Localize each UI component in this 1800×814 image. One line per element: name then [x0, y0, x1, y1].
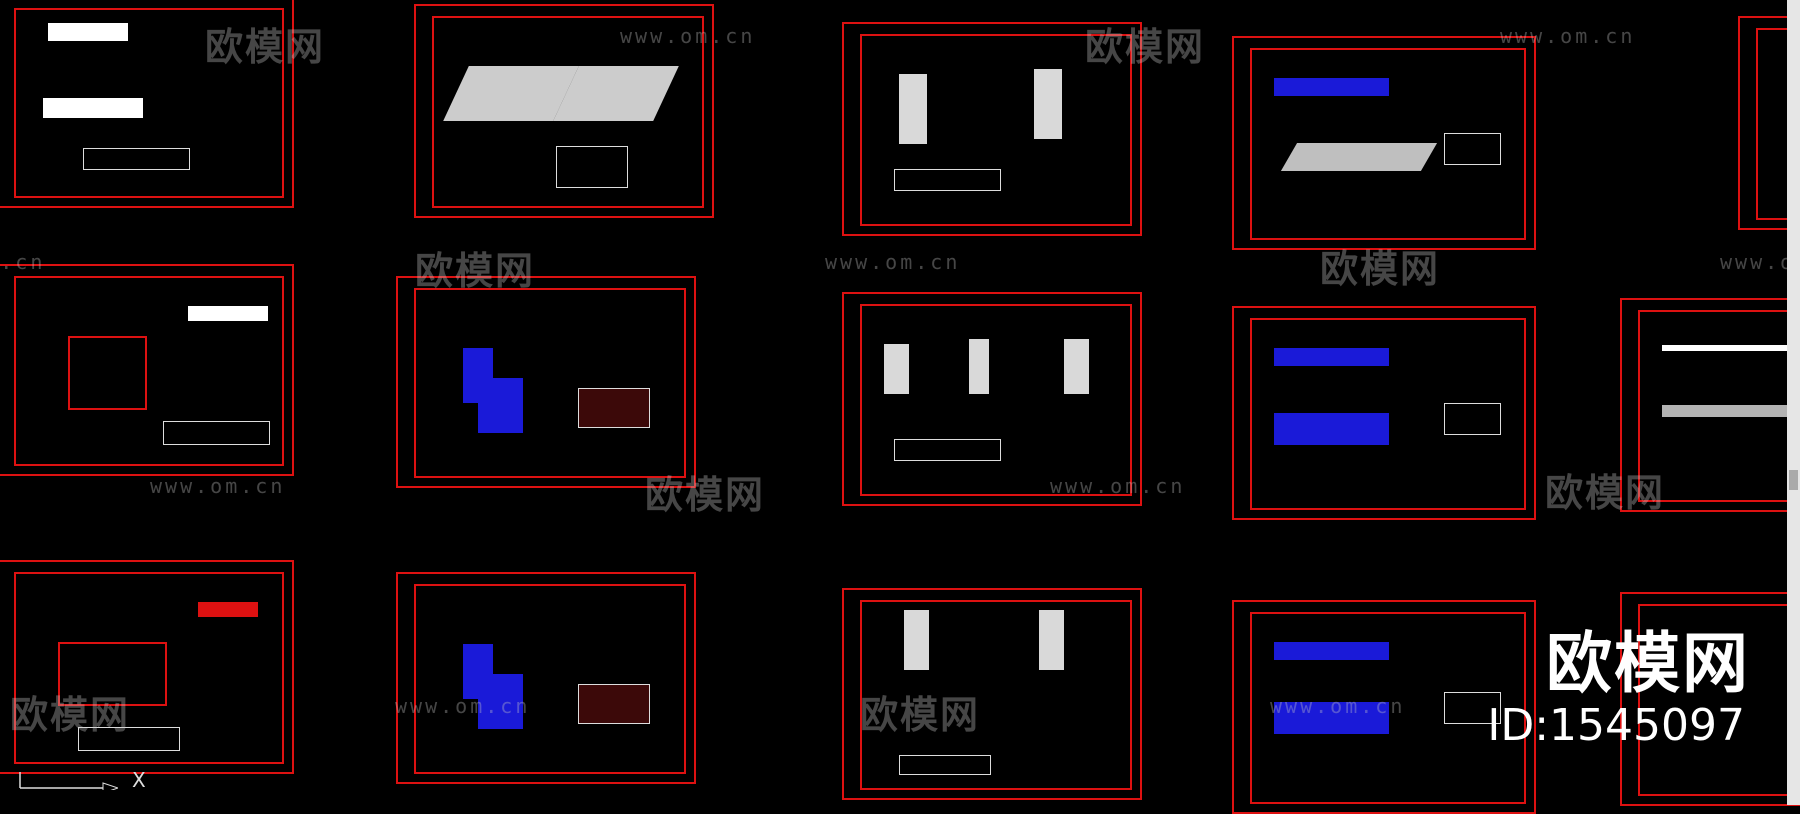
drawing-sheet[interactable] [1738, 16, 1800, 230]
drawing-sheet[interactable] [842, 588, 1142, 800]
watermark-brand: 欧模网 [205, 25, 326, 69]
quantity-table [163, 421, 270, 445]
blue-region-lower [478, 378, 523, 433]
watermark-brand: 欧模网 [415, 249, 536, 293]
beam-elevation [1274, 348, 1389, 366]
pier-elevation-1 [884, 344, 909, 394]
pier-elevation-3 [1064, 339, 1089, 394]
blue-region-lower [478, 674, 523, 729]
watermark-url: www.om.cn [1270, 694, 1406, 718]
watermark-url: www.om.cn [825, 250, 961, 274]
quantity-table [1444, 403, 1501, 435]
quantity-table [899, 755, 991, 775]
drawing-sheet[interactable] [1232, 306, 1536, 520]
model-id: ID:1545097 [1487, 700, 1745, 751]
drawing-sheet[interactable] [396, 276, 696, 488]
quantity-table [894, 439, 1001, 461]
watermark-brand: 欧模网 [860, 693, 981, 737]
ucs-axis-icon [19, 772, 118, 790]
drawing-sheet[interactable] [0, 560, 294, 774]
sheet-border [860, 34, 1132, 226]
beam-elevation [1274, 78, 1389, 96]
quantity-table [578, 388, 650, 428]
bridge-section-drawing [48, 23, 128, 41]
drawing-sheet[interactable] [842, 292, 1142, 506]
beam-elevation [1662, 345, 1800, 351]
drawing-sheet[interactable] [396, 572, 696, 784]
scrollbar-thumb[interactable] [1789, 470, 1798, 490]
watermark-url: www.om.cn [1500, 24, 1636, 48]
watermark-brand: 欧模网 [1545, 471, 1666, 515]
sheet-border [1250, 48, 1526, 240]
quantity-table [556, 146, 628, 188]
quantity-table [1444, 133, 1501, 165]
quantity-table [78, 727, 180, 751]
drawing-sheet[interactable] [842, 22, 1142, 236]
sheet-border [860, 600, 1132, 790]
watermark-brand: 欧模网 [1085, 25, 1206, 69]
foundation-plan [58, 642, 167, 706]
watermark-brand: 欧模网 [10, 693, 131, 737]
plan-drawing [43, 98, 143, 118]
sheet-border [1250, 318, 1526, 510]
drawing-sheet[interactable] [414, 4, 714, 218]
watermark-url: www.om.cn [1050, 474, 1186, 498]
pier-elevation-2 [1039, 610, 1064, 670]
watermark-url: www.om.cn [0, 250, 46, 274]
drawing-sheet[interactable] [0, 264, 294, 476]
sheet-border [432, 16, 704, 208]
quantity-table [83, 148, 190, 170]
watermark-url: www.om.cn [395, 694, 531, 718]
beam-plan [1274, 413, 1389, 445]
sheet-border [1250, 612, 1526, 804]
sheet-border [1638, 604, 1800, 796]
elevation-drawing [198, 602, 258, 617]
quantity-table [1444, 692, 1501, 724]
skew-plan [1280, 143, 1438, 171]
sheet-border [414, 288, 686, 478]
sheet-border [414, 584, 686, 774]
drawing-sheet[interactable] [0, 0, 294, 208]
pier-elevation-2 [1034, 69, 1062, 139]
pier-elevation-2 [969, 339, 989, 394]
drawing-sheet[interactable] [1620, 298, 1800, 512]
vertical-scrollbar[interactable] [1787, 0, 1800, 805]
sheet-border [1756, 28, 1800, 220]
sheet-border [14, 8, 284, 198]
beam-plan [1274, 702, 1389, 734]
beam-elevation [1274, 642, 1389, 660]
brand-logo: 欧模网 [1546, 625, 1750, 702]
watermark-url: www.om.cn [620, 24, 756, 48]
sheet-border [14, 572, 284, 764]
sheet-border [14, 276, 284, 466]
pier-elevation-1 [904, 610, 929, 670]
watermark-brand: 欧模网 [645, 473, 766, 517]
watermark-brand: 欧模网 [1320, 247, 1441, 291]
quantity-table [894, 169, 1001, 191]
sheet-border [1638, 310, 1800, 502]
sheet-border [860, 304, 1132, 496]
elevation-drawing [188, 306, 268, 321]
foundation-plan [68, 336, 147, 410]
quantity-table [578, 684, 650, 724]
watermark-url: www.om.cn [1720, 250, 1800, 274]
watermark-url: www.om.cn [150, 474, 286, 498]
pier-elevation-1 [899, 74, 927, 144]
x-axis-label: X [132, 768, 146, 792]
beam-plan [1662, 405, 1800, 417]
drawing-sheet[interactable] [1232, 36, 1536, 250]
